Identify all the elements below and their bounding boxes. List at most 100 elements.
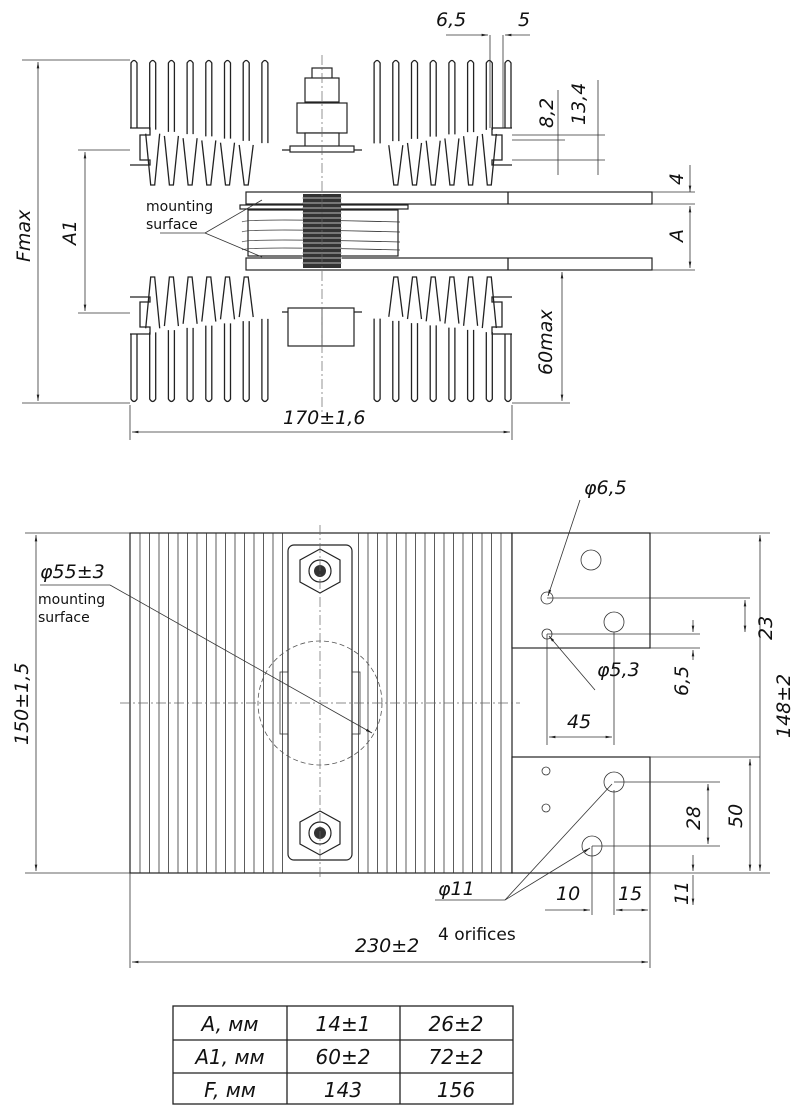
table-value-1: 60±2	[316, 1045, 371, 1069]
heatsink-flange-right	[491, 127, 512, 166]
inner-fin	[425, 276, 441, 322]
fin	[466, 59, 475, 133]
table-row: A, мм 14±1 26±2	[200, 1012, 484, 1036]
inner-fin	[444, 276, 460, 324]
dim-fmax: Fmax	[13, 209, 35, 262]
dim-spacing-28: 28	[683, 806, 705, 830]
bus-plates	[245, 191, 653, 271]
dim-height-150: 150±1,5	[11, 663, 33, 745]
inner-fin	[219, 142, 236, 186]
leader-lines	[40, 499, 613, 901]
inner-fin	[406, 142, 423, 186]
side-dimension-lines	[22, 33, 695, 440]
fin	[167, 330, 176, 403]
mounting-surface-label-1: mounting	[146, 199, 213, 215]
fin	[186, 327, 194, 403]
inner-fin	[163, 276, 180, 327]
fin	[429, 325, 437, 403]
heatsink-lower-fins	[130, 276, 512, 403]
fin	[149, 59, 157, 130]
table-param: A1, мм	[193, 1045, 264, 1069]
heatsink-flange-left-lower	[130, 296, 151, 335]
dim-hole-large: φ11	[438, 878, 475, 900]
dim-height-max: 60max	[535, 309, 557, 375]
mounting-surface-label-2: surface	[146, 217, 198, 233]
inner-fin	[182, 276, 198, 324]
mounting-surface-label-1: mounting	[38, 592, 105, 608]
fin	[130, 334, 138, 403]
table-value-2: 72±2	[429, 1045, 484, 1069]
dim-spacing-50: 50	[725, 804, 747, 828]
dim-hole-small-1: φ6,5	[584, 477, 627, 499]
top-dimension-lines	[25, 532, 770, 968]
inner-fin	[238, 144, 254, 186]
heatsink-flange-right-lower	[491, 296, 512, 335]
heatsink-flange-left	[130, 127, 151, 166]
fin	[186, 59, 194, 135]
dim-plate-thickness: 4	[666, 173, 688, 185]
fin	[167, 59, 176, 132]
table-value-2: 156	[437, 1078, 475, 1102]
fin	[242, 59, 250, 141]
table-row: A1, мм 60±2 72±2	[193, 1045, 483, 1069]
fin	[130, 59, 138, 128]
fin	[205, 59, 213, 137]
fin	[261, 318, 269, 403]
fin	[485, 332, 493, 403]
fin	[448, 59, 456, 135]
fin	[504, 334, 512, 403]
dim-spacing-10: 10	[556, 883, 580, 905]
table-row: F, мм 143 156	[204, 1078, 475, 1102]
side-view: 6,5 5 8,2 13,4 4 A A1 Fmax 60max 170±1,6…	[13, 9, 695, 440]
dim-fin-gap: 5	[518, 9, 530, 31]
fin	[504, 59, 512, 128]
dim-spacing-11: 11	[671, 881, 693, 905]
table-param: F, мм	[204, 1078, 256, 1102]
dim-length-230: 230±2	[355, 935, 419, 957]
inner-fin	[444, 138, 460, 186]
inner-fin	[462, 136, 479, 186]
fin	[410, 323, 419, 403]
dim-fin-width: 6,5	[436, 9, 466, 31]
dim-a1: A1	[59, 220, 81, 247]
fin	[373, 59, 381, 144]
fin	[373, 318, 381, 403]
press-pack-device	[239, 194, 409, 268]
inner-fin	[163, 135, 180, 186]
orifices-label: 4 orifices	[438, 925, 516, 945]
fin	[223, 59, 232, 139]
table-value-1: 143	[324, 1078, 362, 1102]
fin	[242, 321, 250, 403]
fin	[261, 59, 269, 144]
inner-fin	[388, 276, 404, 317]
dim-height-148: 148±2	[773, 674, 795, 738]
inner-fin	[182, 138, 198, 186]
fin	[392, 320, 400, 403]
table-value-1: 14±1	[316, 1012, 371, 1036]
mounting-surface-label-2: surface	[38, 610, 90, 626]
dim-spacing-6-5: 6,5	[671, 666, 693, 696]
dim-spacing-23: 23	[755, 616, 777, 640]
inner-fin	[425, 140, 441, 186]
dim-width: 170±1,6	[283, 407, 365, 429]
inner-fin	[201, 276, 217, 322]
fin	[448, 327, 456, 403]
dim-spacing-15: 15	[618, 883, 642, 905]
fin	[485, 59, 493, 130]
fin	[410, 59, 419, 139]
fin	[392, 59, 400, 142]
fin	[466, 329, 475, 403]
dim-h1: 8,2	[536, 98, 558, 128]
inner-fin	[145, 276, 161, 329]
dim-terminal-45: 45	[567, 711, 591, 733]
inner-fin	[462, 276, 479, 326]
inner-fin	[201, 140, 217, 186]
dim-hole-small-2: φ5,3	[597, 659, 640, 681]
dim-h2: 13,4	[568, 83, 590, 125]
mounting-leader	[160, 199, 263, 258]
dim-device-diameter: φ55±3	[40, 561, 105, 583]
fin	[223, 323, 232, 403]
fin	[149, 332, 157, 403]
terminal-upper	[511, 532, 651, 649]
inner-fin	[219, 276, 236, 320]
